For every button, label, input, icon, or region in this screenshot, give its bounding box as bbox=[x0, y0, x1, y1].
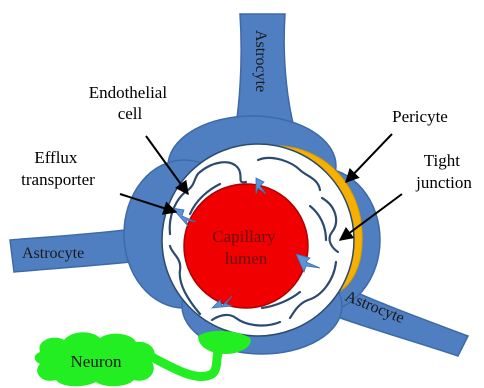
endothelial-label: Endothelial cell bbox=[89, 83, 172, 123]
neuron-label: Neuron bbox=[71, 352, 122, 371]
arrow-pericyte bbox=[346, 134, 392, 182]
efflux-label: Efflux transporter bbox=[21, 148, 95, 189]
pericyte-label: Pericyte bbox=[392, 107, 448, 126]
astrocyte-label-left: Astrocyte bbox=[22, 245, 84, 262]
capillary-lumen bbox=[184, 184, 308, 308]
tight-junction-label: Tight junction bbox=[415, 151, 472, 192]
astrocyte-label-top: Astrocyte bbox=[252, 30, 269, 92]
